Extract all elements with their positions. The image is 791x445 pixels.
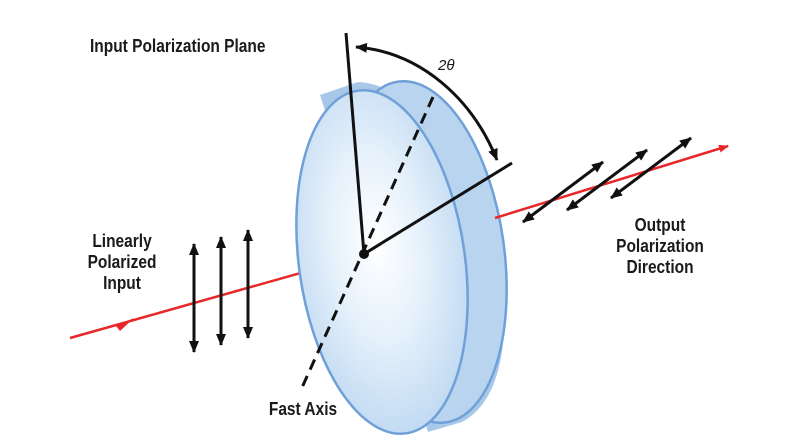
output-polarization-direction-line-1: Output bbox=[634, 215, 686, 235]
output-arrow-3 bbox=[610, 136, 692, 200]
output-polarization-arrows bbox=[522, 136, 692, 224]
input-polarization-plane-line bbox=[344, 32, 366, 255]
input-polarization-arrows bbox=[189, 229, 253, 353]
output-polarization-direction-label: Output Polarization Direction bbox=[600, 215, 720, 278]
linearly-polarized-input-line-3: Input bbox=[103, 273, 141, 293]
rotation-angle-arc bbox=[355, 42, 499, 161]
linearly-polarized-input-line-2: Polarized bbox=[87, 252, 157, 272]
output-polarization-direction-line-2: Polarization bbox=[616, 236, 704, 256]
output-polarization-plane-line bbox=[363, 161, 513, 256]
linearly-polarized-input-line-1: Linearly bbox=[92, 231, 152, 251]
waveplate bbox=[295, 80, 508, 435]
input-polarization-plane-label: Input Polarization Plane bbox=[90, 36, 266, 56]
fast-axis-label: Fast Axis bbox=[268, 399, 338, 419]
rotation-angle-label: 2θ bbox=[438, 57, 455, 74]
center-point bbox=[359, 249, 369, 259]
output-beam bbox=[494, 144, 729, 220]
output-polarization-direction-line-3: Direction bbox=[626, 257, 694, 277]
linearly-polarized-input-label: Linearly Polarized Input bbox=[70, 231, 173, 294]
